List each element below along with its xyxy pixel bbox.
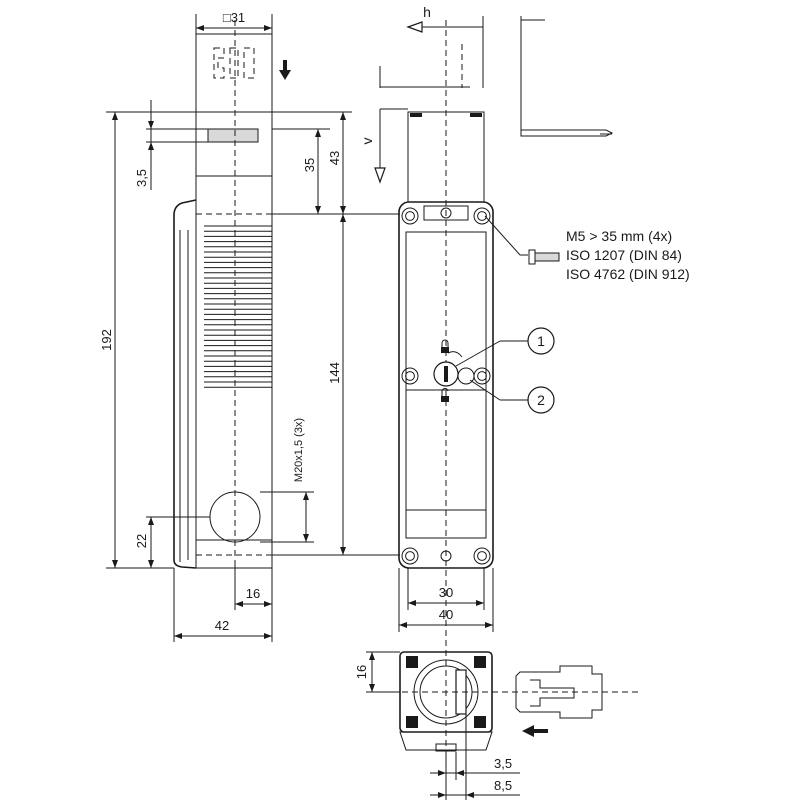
front-body xyxy=(398,201,494,569)
dim-35: 35 xyxy=(302,158,317,172)
screw-icon xyxy=(401,207,419,225)
insert-arrow-icon xyxy=(279,60,291,80)
dim-42: 42 xyxy=(215,618,229,633)
screw-spec: M5 > 35 mm (4x) ISO 1207 (DIN 84) ISO 47… xyxy=(484,215,690,282)
dim-3-5-bottom: 3,5 xyxy=(494,756,512,771)
dim-40: 40 xyxy=(439,607,453,622)
dim-144: 144 xyxy=(327,362,342,384)
front-inner-panel xyxy=(405,231,487,539)
side-view-dimensions: □31 192 3,5 35 43 144 xyxy=(99,10,400,642)
actuator-tongue xyxy=(515,665,603,719)
screw-icon xyxy=(401,547,419,565)
callout-2-label: 2 xyxy=(537,392,545,408)
screw-icon xyxy=(473,207,491,225)
screw-shaft-icon xyxy=(534,252,560,262)
dim-8-5: 8,5 xyxy=(494,778,512,793)
callouts: 1 2 xyxy=(455,327,555,414)
dim-square31: □31 xyxy=(223,10,245,25)
dim-43: 43 xyxy=(327,151,342,165)
mounting-screws xyxy=(401,207,491,565)
dim-3-5-left: 3,5 xyxy=(134,169,149,187)
screw-head-icon xyxy=(528,249,536,265)
dim-thread: M20x1,5 (3x) xyxy=(293,418,305,482)
label-v: v xyxy=(359,138,375,145)
top-view: 16 3,5 8,5 xyxy=(354,651,640,800)
corner-screw-icon xyxy=(406,656,418,668)
front-view-dimensions: 30 40 xyxy=(398,568,494,632)
direction-indicators: h v xyxy=(359,4,614,184)
callout-2 xyxy=(527,386,555,414)
screw-note-line1: M5 > 35 mm (4x) xyxy=(566,228,672,244)
corner-screw-icon xyxy=(474,716,486,728)
dim-16-top: 16 xyxy=(354,665,369,679)
screw-icon xyxy=(473,547,491,565)
label-h: h xyxy=(423,4,431,20)
corner-screw-icon xyxy=(406,716,418,728)
callout-1 xyxy=(527,327,555,355)
screw-icon xyxy=(473,367,491,385)
insert-direction-arrow-icon xyxy=(522,725,548,737)
screw-note-line3: ISO 4762 (DIN 912) xyxy=(566,266,690,282)
head-block xyxy=(195,111,273,177)
corner-screw-icon xyxy=(474,656,486,668)
ribbed-area xyxy=(204,225,272,388)
screw-icon xyxy=(401,367,419,385)
dim-22: 22 xyxy=(134,534,149,548)
dim-30: 30 xyxy=(439,585,453,600)
actuator-hidden-outline xyxy=(213,47,255,79)
side-view xyxy=(173,20,273,600)
dim-192: 192 xyxy=(99,329,114,351)
front-view xyxy=(398,20,494,800)
actuator-slot xyxy=(207,128,259,143)
callout-1-label: 1 xyxy=(537,333,545,349)
dim-16: 16 xyxy=(246,586,260,601)
actuator-head-outline xyxy=(195,33,273,113)
rear-grip-panel xyxy=(173,199,197,569)
screw-note-line2: ISO 1207 (DIN 84) xyxy=(566,247,682,263)
